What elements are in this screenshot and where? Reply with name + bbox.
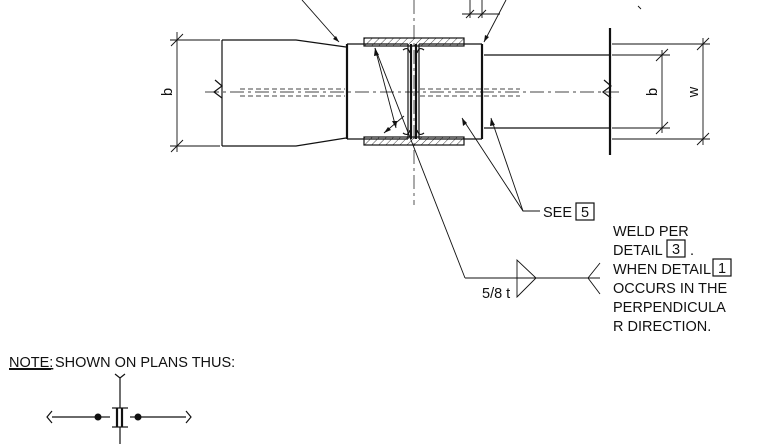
plan-note-label: NOTE:: [9, 355, 53, 371]
weld-size-label: 5/8 t: [482, 286, 510, 302]
end-plate-assembly: [345, 37, 484, 146]
weld-note-line1: WELD PER: [613, 224, 689, 240]
detail-3-ref-number: 3: [672, 242, 680, 258]
right-b-label: b: [645, 88, 661, 96]
w-dimension: [612, 37, 710, 146]
plan-note: NOTE: SHOWN ON PLANS THUS:: [9, 355, 235, 371]
plan-symbol-icon: [46, 373, 192, 444]
detail-3-ref-box: [666, 239, 686, 258]
left-b-label: b: [160, 88, 176, 96]
w-label: w: [686, 86, 702, 98]
top-leaders: [301, 0, 642, 43]
right-beam: [420, 28, 612, 155]
see-label: SEE: [543, 205, 572, 221]
weld-note-line5: PERPENDICULA: [613, 300, 726, 316]
see-ref-box: [575, 202, 595, 221]
weld-note-line2-prefix: DETAIL: [613, 243, 663, 259]
plan-note-text: SHOWN ON PLANS THUS:: [55, 355, 235, 371]
see-ref-number: 5: [581, 205, 589, 221]
see-leaders: [461, 117, 540, 212]
detail-1-ref-number: 1: [718, 261, 726, 277]
weld-note: WELD PER DETAIL 3 . WHEN DETAIL 1 OCCURS…: [613, 224, 732, 335]
detail-1-ref-box: [712, 258, 732, 277]
right-b-dimension: [612, 48, 670, 135]
weld-note-line2-suffix: .: [690, 243, 694, 259]
weld-note-line3-prefix: WHEN DETAIL: [613, 262, 711, 278]
weld-note-line6: R DIRECTION.: [613, 319, 711, 335]
weld-leader: [374, 47, 601, 299]
weld-note-line4: OCCURS IN THE: [613, 281, 727, 297]
left-b-dimension: [170, 32, 220, 153]
left-beam: [213, 39, 347, 147]
